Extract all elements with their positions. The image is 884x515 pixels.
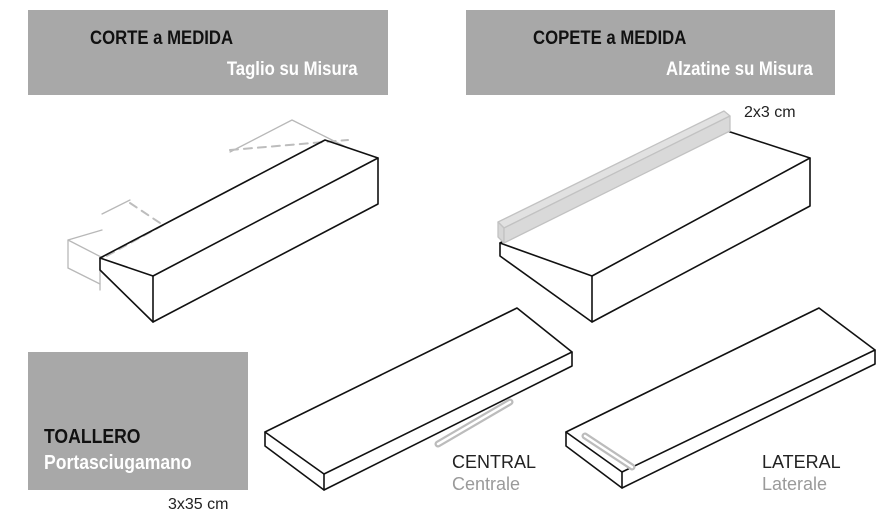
central-label: CENTRAL: [452, 452, 537, 472]
copete-header-panel: COPETE a MEDIDA Alzatine su Misura: [466, 10, 835, 95]
toallero-title: TOALLERO: [44, 426, 141, 448]
copete-title: COPETE a MEDIDA: [533, 28, 687, 49]
copete-slab-drawing: [497, 110, 811, 323]
corte-slab-drawing: [67, 119, 379, 323]
toallero-subtitle: Portasciugamano: [44, 452, 192, 474]
toallero-header-panel: TOALLERO Portasciugamano: [28, 352, 248, 490]
copete-subtitle: Alzatine su Misura: [666, 59, 813, 80]
central-sublabel: Centrale: [452, 474, 521, 494]
lateral-label: LATERAL: [762, 452, 841, 472]
toallero-lateral-drawing: [565, 307, 876, 489]
toallero-size-label: 3x35 cm: [168, 496, 229, 513]
toallero-central-drawing: [264, 307, 573, 491]
corte-subtitle: Taglio su Misura: [227, 59, 358, 80]
copete-size-label: 2x3 cm: [744, 104, 796, 121]
corte-header-panel: CORTE a MEDIDA Taglio su Misura: [28, 10, 388, 95]
corte-title: CORTE a MEDIDA: [90, 28, 234, 49]
lateral-sublabel: Laterale: [762, 474, 828, 494]
